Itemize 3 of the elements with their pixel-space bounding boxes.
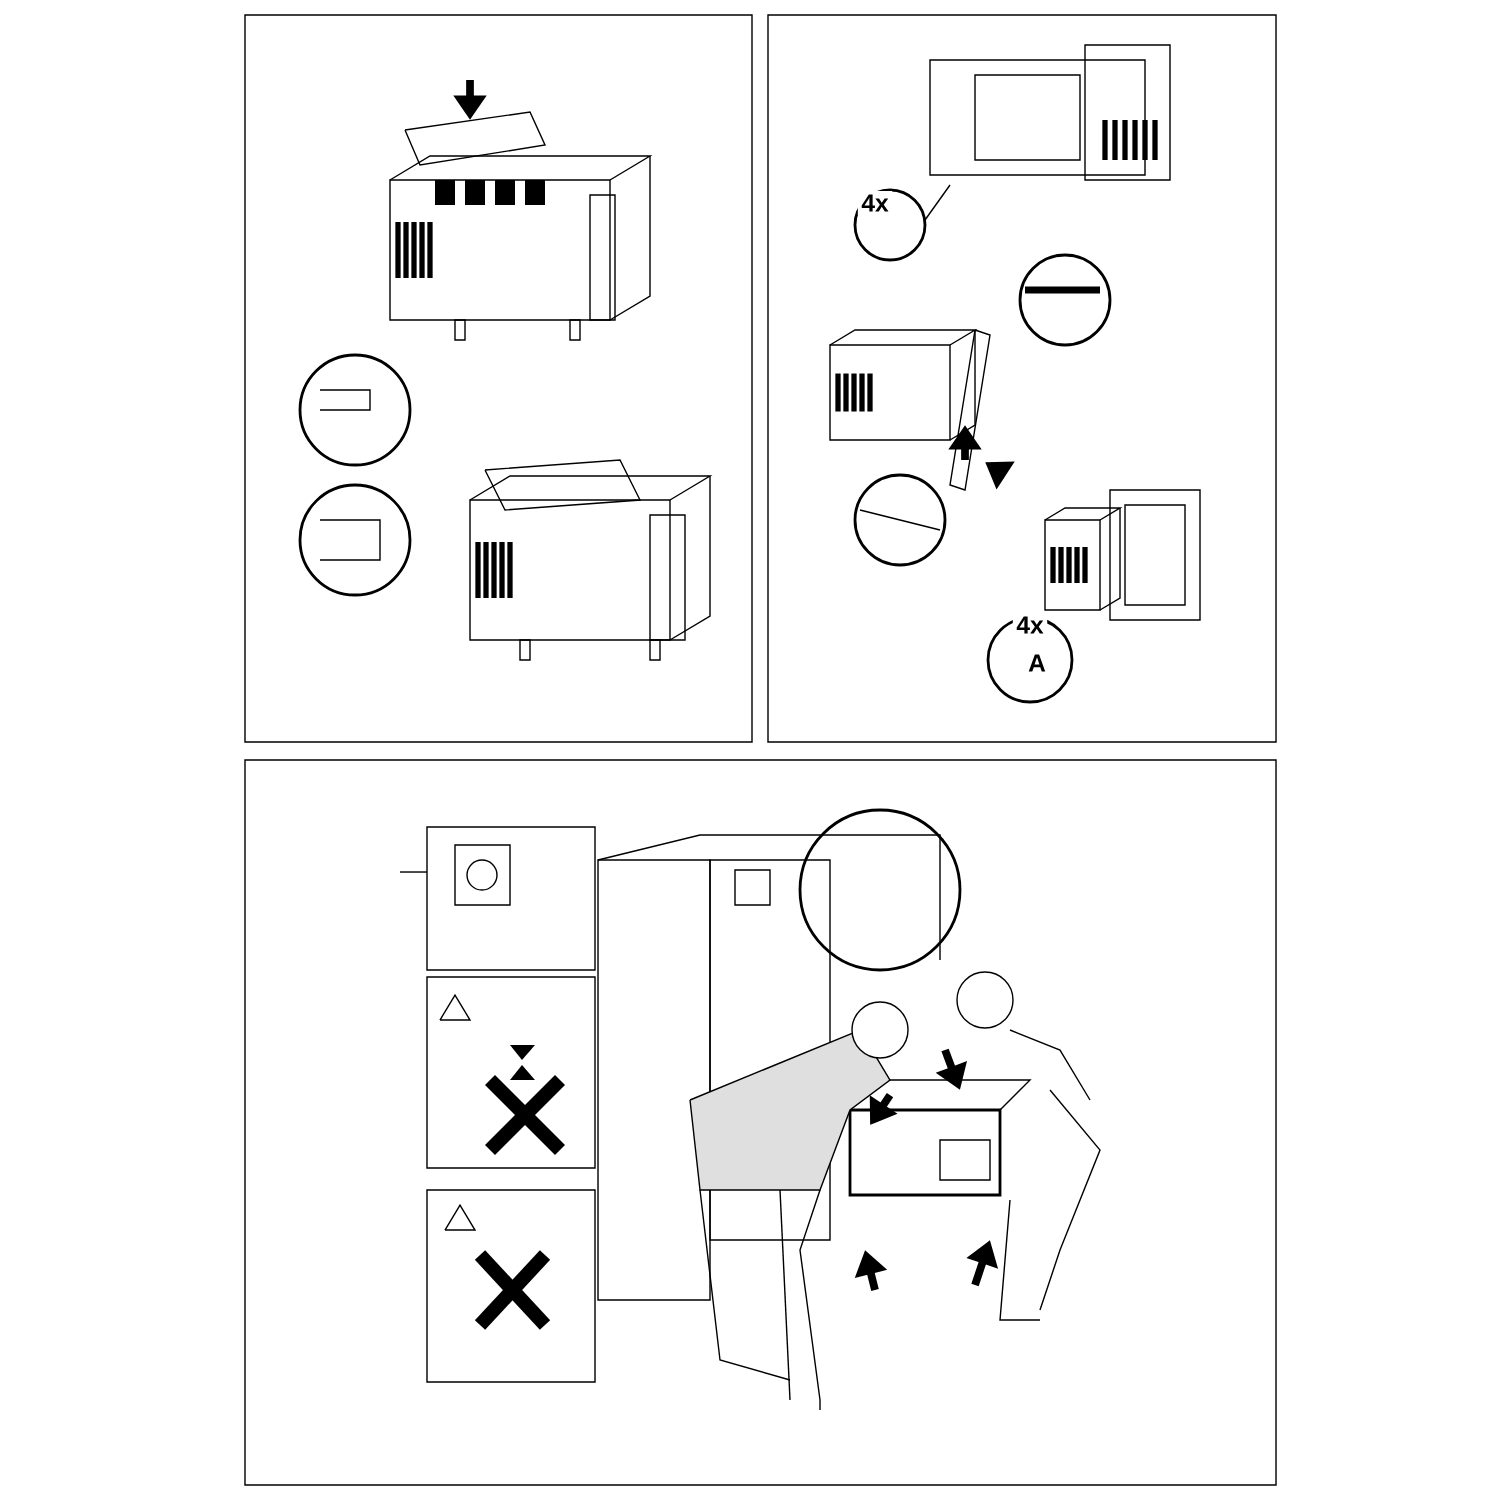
callout-label: 4x <box>857 191 893 215</box>
callout-label: A <box>1024 651 1050 675</box>
callout-label: 4x <box>1012 613 1048 637</box>
